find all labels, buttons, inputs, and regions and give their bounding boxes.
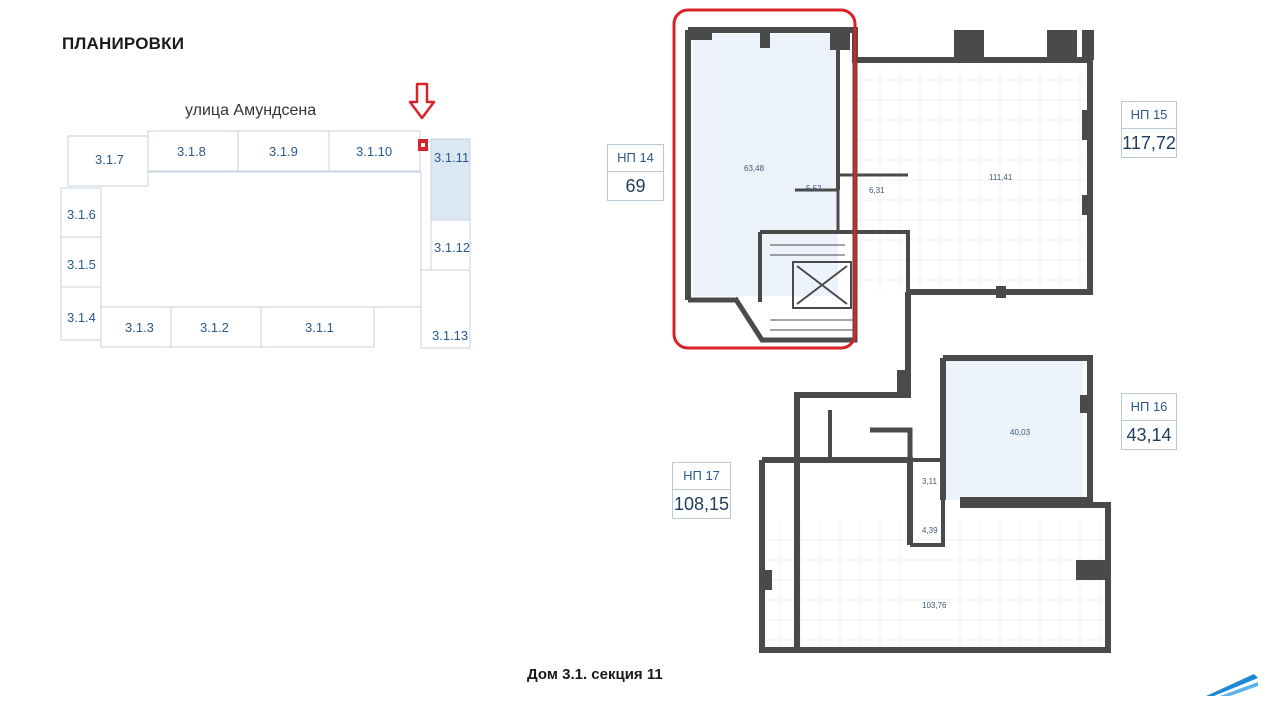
site-cell-label: 3.1.3 bbox=[125, 320, 154, 335]
unit-label-np16[interactable]: НП 16 43,14 bbox=[1121, 393, 1177, 450]
site-cell-label: 3.1.8 bbox=[177, 144, 206, 159]
site-cell-3.1.7[interactable] bbox=[67, 135, 149, 187]
street-label: улица Амундсена bbox=[185, 102, 317, 119]
unit-label-np15[interactable]: НП 15 117,72 bbox=[1121, 101, 1177, 158]
unit-area: 108,15 bbox=[673, 494, 730, 514]
site-cell-label: 3.1.11 bbox=[434, 150, 469, 165]
room-area-label: 4,39 bbox=[922, 526, 938, 535]
site-plan: 3.1.7 3.1.8 3.1.9 3.1.10 3.1.11 3.1.6 3.… bbox=[60, 130, 471, 349]
site-cell-3.1.8[interactable] bbox=[147, 130, 239, 172]
room-area-label: 3,11 bbox=[922, 477, 938, 486]
site-cell-3.1.13[interactable] bbox=[420, 269, 471, 349]
unit-label-np14[interactable]: НП 14 69 bbox=[607, 144, 664, 201]
site-cell-label: 3.1.7 bbox=[95, 152, 124, 167]
unit-area: 69 bbox=[625, 176, 646, 196]
unit-name: НП 17 bbox=[673, 463, 730, 490]
brand-logo bbox=[1206, 674, 1258, 696]
site-cell-3.1.3[interactable] bbox=[100, 306, 172, 348]
site-cell-label: 3.1.9 bbox=[269, 144, 298, 159]
unit-name: НП 14 bbox=[608, 145, 663, 172]
room-area-label: 5,52 bbox=[806, 184, 822, 193]
site-cell-3.1.1[interactable] bbox=[260, 306, 375, 348]
room-area-label: 6,31 bbox=[869, 186, 885, 195]
site-cell-label: 3.1.4 bbox=[67, 310, 96, 325]
section-caption: Дом 3.1. секция 11 bbox=[527, 666, 663, 683]
site-cell-3.1.5[interactable] bbox=[60, 236, 102, 288]
site-cell-3.1.11[interactable] bbox=[430, 138, 471, 221]
unit-label-np17[interactable]: НП 17 108,15 bbox=[672, 462, 731, 519]
site-cell-label: 3.1.1 bbox=[305, 320, 334, 335]
unit-area: 43,14 bbox=[1126, 425, 1172, 445]
arrow-down-icon bbox=[408, 82, 436, 120]
site-cell-label: 3.1.10 bbox=[356, 144, 392, 159]
site-cell-label: 3.1.13 bbox=[432, 328, 468, 343]
site-cell-label: 3.1.12 bbox=[434, 240, 470, 255]
room-area-label: 40,03 bbox=[1010, 428, 1031, 437]
room-fill-np14 bbox=[693, 34, 838, 296]
selected-unit-outline bbox=[672, 8, 857, 350]
site-cell-label: 3.1.6 bbox=[67, 207, 96, 222]
site-cell-3.1.4[interactable] bbox=[60, 286, 102, 341]
site-cell-3.1.10[interactable] bbox=[328, 130, 421, 172]
unit-area: 117,72 bbox=[1122, 133, 1176, 153]
page-title: ПЛАНИРОВКИ bbox=[62, 34, 185, 53]
unit-name: НП 16 bbox=[1122, 394, 1176, 421]
unit-name: НП 15 bbox=[1122, 102, 1176, 129]
room-area-label: 103,76 bbox=[922, 601, 947, 610]
room-fill-np16 bbox=[946, 360, 1083, 500]
site-cell-label: 3.1.2 bbox=[200, 320, 229, 335]
room-area-label: 63,48 bbox=[744, 164, 765, 173]
room-area-label: 111,41 bbox=[989, 173, 1013, 182]
site-cell-label: 3.1.5 bbox=[67, 257, 96, 272]
